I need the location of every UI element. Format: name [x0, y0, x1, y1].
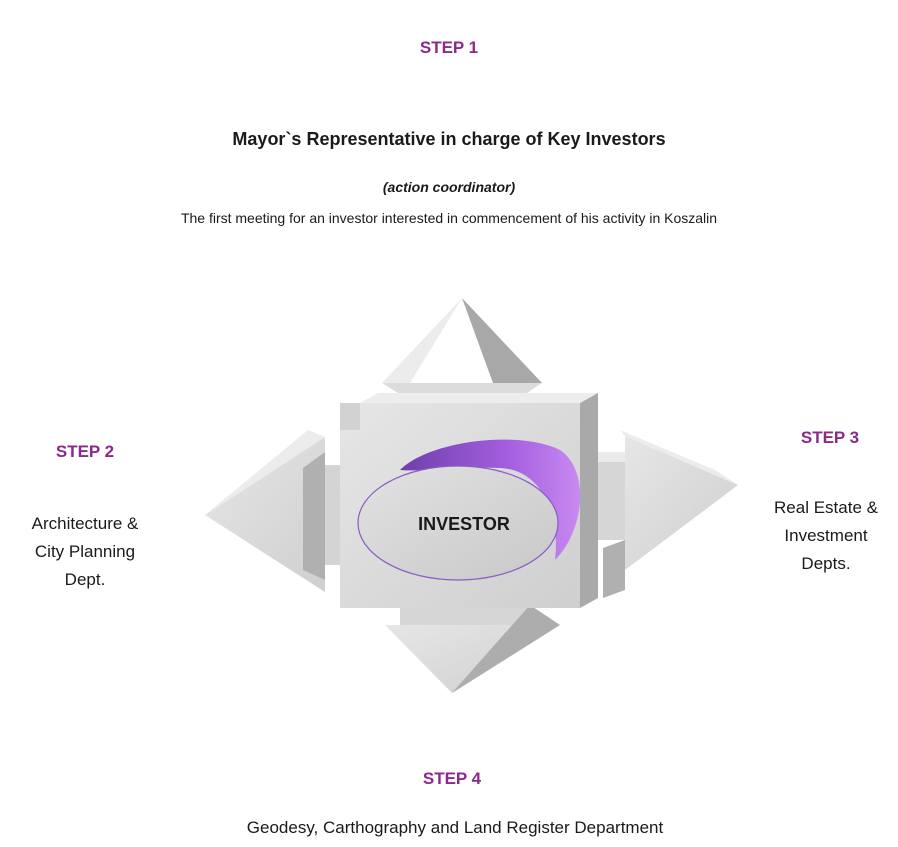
step-3-label: STEP 3 [800, 428, 860, 447]
step-3-text: Real Estate & Investment Depts. [746, 494, 898, 578]
arrow-left [205, 430, 360, 592]
step-3-line: Real Estate & [774, 498, 878, 517]
step-2-label: STEP 2 [55, 442, 115, 461]
investor-label: INVESTOR [418, 514, 510, 534]
step-2-line: City Planning [34, 542, 136, 561]
arrow-right [575, 430, 738, 598]
step-1-role: (action coordinator) [382, 179, 516, 195]
step-2-text: Architecture & City Planning Dept. [0, 510, 170, 594]
investor-ellipse [357, 439, 581, 581]
step-2-line: Architecture & [31, 514, 139, 533]
step-3-line: Depts. [801, 554, 851, 573]
arrow-down [385, 605, 560, 693]
step-3-line: Investment [784, 526, 868, 545]
step-2-line: Dept. [64, 570, 106, 589]
step-4-label: STEP 4 [422, 769, 482, 788]
step-1-title: Mayor`s Representative in charge of Key … [232, 129, 666, 149]
step-1-label: STEP 1 [419, 38, 479, 57]
step-4-text: Geodesy, Carthography and Land Register … [246, 818, 664, 837]
step-1-description: The first meeting for an investor intere… [180, 210, 718, 226]
